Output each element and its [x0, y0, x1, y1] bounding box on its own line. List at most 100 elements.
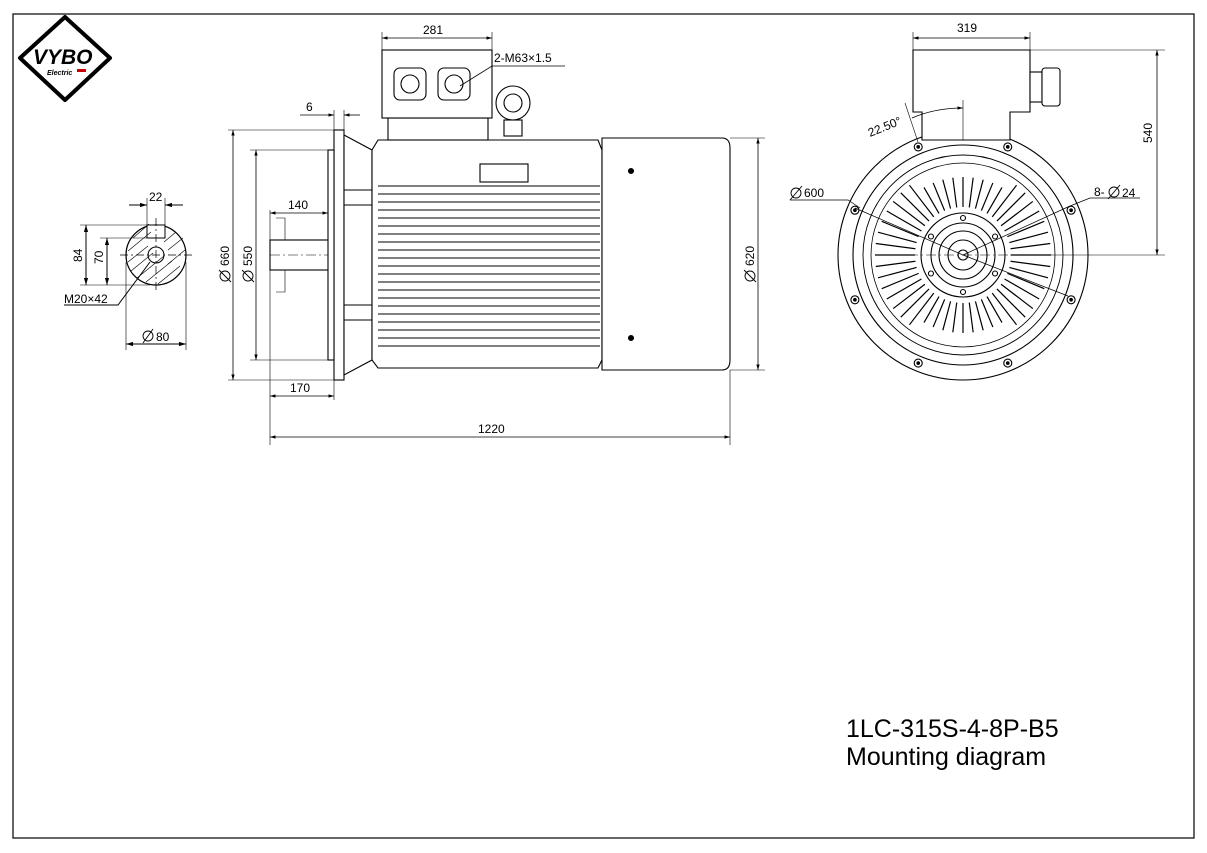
box-height-label: 540: [1141, 123, 1155, 143]
holes-count-label: 8-: [1094, 185, 1105, 199]
radial-fin: [1007, 272, 1045, 290]
flange-thickness-label: 6: [306, 100, 313, 114]
radial-fin: [932, 182, 946, 211]
logo-tagline-text: Electric: [47, 70, 72, 77]
radial-fin: [886, 210, 922, 232]
radial-fin: [1004, 210, 1040, 232]
radial-fin: [886, 278, 922, 300]
spigot: [327, 149, 335, 361]
radial-fin: [923, 296, 940, 323]
flange-dia-label: 660: [218, 246, 232, 266]
mounting-hole-center: [1005, 361, 1010, 365]
center-hole-label: M20×42: [64, 292, 108, 306]
shaft-end-view: [64, 198, 192, 350]
shaft-dia-label: 80: [156, 330, 170, 344]
mounting-hole-center: [853, 208, 857, 213]
spigot-dia-label-group: 550: [241, 246, 255, 283]
radial-fin: [875, 260, 916, 268]
radial-fin: [1010, 242, 1051, 250]
overall-length-label: 1220: [478, 422, 505, 436]
fan-cover: [601, 137, 731, 371]
radial-fin: [1000, 283, 1034, 310]
cooling-fins: [378, 185, 600, 347]
logo-accent: [77, 69, 86, 72]
motor-side-view: [269, 49, 731, 381]
terminal-box-width-label: 281: [423, 23, 443, 37]
radial-fin: [986, 187, 1003, 214]
radial-fin: [942, 301, 952, 331]
radial-fin: [974, 179, 984, 209]
angle-label: 22.50°: [866, 114, 904, 140]
radial-fin: [908, 292, 935, 326]
mounting-hole-center: [853, 297, 857, 302]
model-title: 1LC-315S-4-8P-B5: [846, 715, 1059, 743]
shaft-diameter-label-group: 80: [142, 328, 170, 344]
side-dimensions: [228, 32, 765, 445]
radial-fin: [1010, 260, 1051, 268]
radial-fin: [952, 177, 958, 208]
radial-fin: [892, 283, 926, 310]
pcd-label: 600: [804, 186, 824, 200]
radial-fin: [968, 177, 974, 208]
box-width-end-label: 319: [957, 21, 977, 35]
bearing-bolt: [959, 214, 967, 222]
radial-fin: [923, 187, 940, 214]
shaft-length-label: 140: [288, 198, 308, 212]
radial-fin: [1007, 220, 1045, 238]
cable-gland-2: [437, 67, 471, 101]
radial-fin: [1009, 266, 1049, 279]
terminal-box-neck: [387, 117, 489, 141]
radial-fin: [952, 302, 958, 333]
frame-dia-label: 620: [743, 246, 757, 266]
key-width-label: 22: [149, 190, 163, 204]
holes-label-group: 8- 24: [1094, 184, 1136, 200]
bearing-bolt: [959, 288, 967, 296]
radial-fin: [996, 288, 1026, 318]
mounting-hole-center: [1069, 208, 1073, 213]
cable-gland-1: [393, 67, 427, 101]
hole-dia-label: 24: [1122, 186, 1136, 200]
lifting-eyebolt: [495, 85, 531, 121]
radial-fin: [877, 231, 917, 244]
radial-fin: [1000, 200, 1034, 227]
radial-fin: [1004, 278, 1040, 300]
radial-fin: [881, 272, 919, 290]
bearing-bolt: [927, 270, 935, 277]
radial-fin: [980, 182, 994, 211]
key-depth-label: 70: [92, 250, 106, 264]
radial-fin: [900, 288, 930, 318]
mounting-hole-center: [1069, 297, 1073, 302]
flange-dia-label-group: 660: [218, 246, 232, 283]
frame-dia-label-group: 620: [743, 246, 757, 283]
bearing-bolt: [991, 233, 999, 240]
spigot-dia-label: 550: [241, 246, 255, 266]
motor-end-view: [790, 49, 1140, 381]
diagram-subtitle: Mounting diagram: [846, 743, 1046, 771]
mounting-hole-center: [916, 361, 921, 365]
shaft-height-label: 84: [71, 248, 85, 262]
cable-gland-end: [1041, 67, 1061, 107]
radial-fin: [942, 179, 952, 209]
radial-fin: [932, 299, 946, 328]
end-dimensions: [904, 32, 1165, 256]
end-shield: [343, 134, 373, 376]
mounting-holes: [850, 142, 1076, 368]
radial-fin: [900, 192, 930, 222]
radial-fin: [991, 184, 1018, 218]
radial-fin: [996, 192, 1026, 222]
terminal-box-end: [912, 49, 1031, 141]
flange-plate: [333, 129, 345, 381]
radial-fin: [875, 242, 916, 250]
bearing-bolt: [927, 233, 935, 240]
nameplate: [479, 163, 529, 183]
radial-fin: [986, 296, 1003, 323]
radial-fin: [892, 200, 926, 227]
radial-fin: [1009, 231, 1049, 244]
logo-brand-text: VYBO: [33, 46, 93, 69]
shaft-hatching: [127, 223, 186, 285]
mounting-hole-center: [1005, 145, 1010, 149]
pcd-label-group: 600: [789, 185, 824, 201]
radial-fin: [908, 184, 935, 218]
flange-to-shaft-end-label: 170: [290, 381, 310, 395]
